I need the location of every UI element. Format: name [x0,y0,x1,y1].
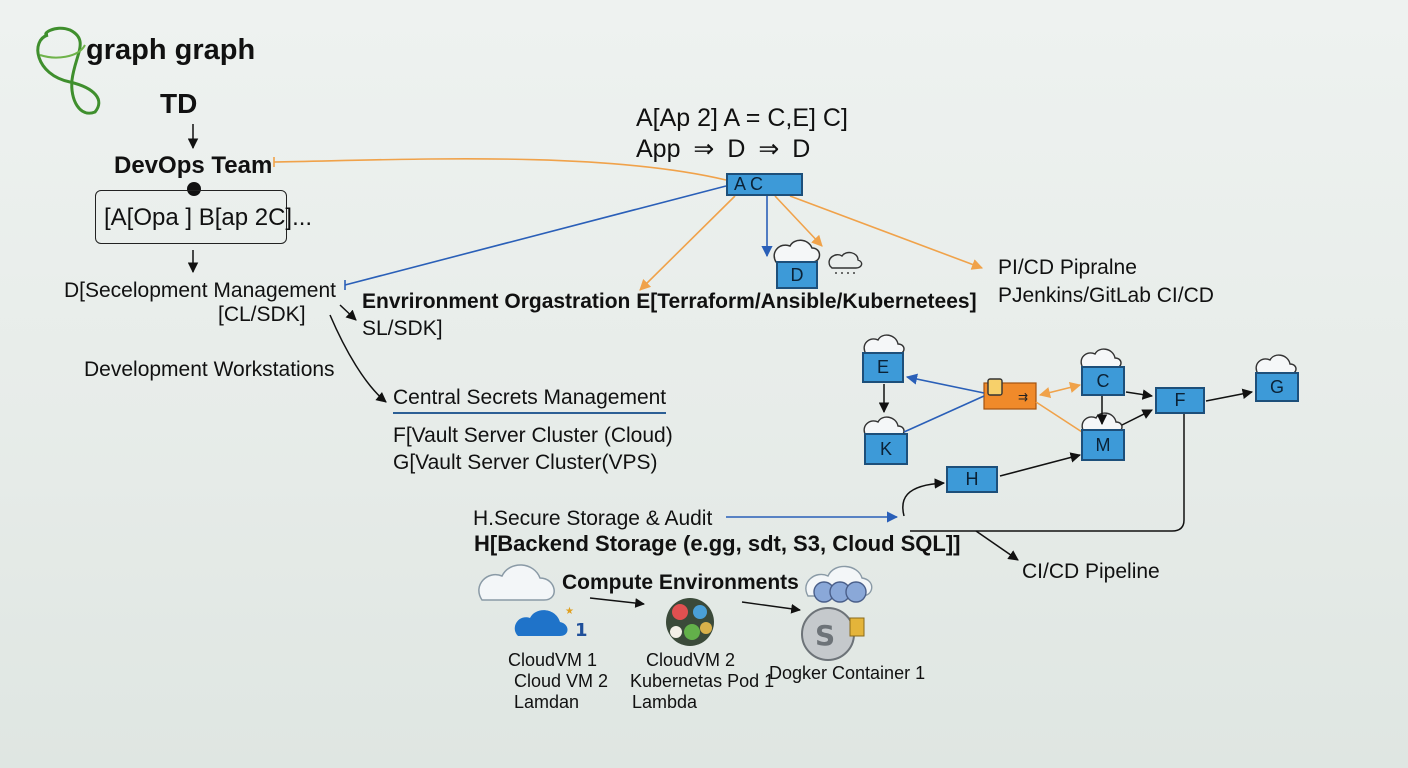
line-box-k [903,395,985,433]
formula-line-2: App ⇒ D ⇒ D [636,135,811,163]
node-h[interactable]: H [946,466,998,493]
dev-mgmt-line-2: [CL/SDK] [218,303,306,326]
pipeline-line-1: PI/CD Pipralne [998,256,1137,279]
arrow-storage-cicd [975,530,1019,561]
svg-text:★: ★ [565,606,574,617]
container-cloud-icon: S [801,565,873,661]
cloud-icon-e [863,334,905,355]
direction-label: TD [160,88,198,119]
compute-col-3: Dogker Container 1 [769,663,925,684]
line-ac-devops [273,158,727,181]
storage-line-1: H.Secure Storage & Audit [473,507,713,530]
node-m[interactable]: M [1081,429,1125,461]
compute-col-2: CloudVM 2 Kubernetas Pod 1 Lambda [630,650,774,713]
cloud-icon-c [1080,348,1122,369]
kubernetes-icon [666,598,714,646]
pipeline-line-2: PJenkins/GitLab CI/CD [998,284,1214,307]
vault-cloud-label: F[Vault Server Cluster (Cloud) [393,424,673,447]
line-ac-devmgmt [344,185,727,286]
cloud-icon-k [863,416,905,437]
compute-item: Lamdan [514,692,580,712]
cloud-icon [773,239,821,263]
compute-item: Kubernetas Pod 1 [630,671,775,691]
formula-line-1: A[Ap 2] A = C,E] C] [636,104,848,132]
node-g[interactable]: G [1255,372,1299,402]
double-arrow-glyph: ⇉ [1018,390,1028,404]
node-d[interactable]: D [776,261,818,289]
svg-text:1: 1 [575,620,588,641]
junction-dot [187,182,201,196]
cloud-icon-g [1255,354,1297,375]
arrow-storage-h [902,478,946,517]
actors-box-text: [A[Opa ] B[ap 2C]... [104,204,313,231]
line-box-m [1035,401,1083,433]
compute-item: CloudVM 2 [646,650,736,670]
azure-cloud-icon: 1 ★ [514,606,588,641]
rain-cloud-icon [828,251,863,274]
svg-text:S: S [815,619,835,652]
arrow-devmgmt-secrets [329,314,387,403]
compute-title: Compute Environments [562,571,799,594]
dev-mgmt-line-1: D[Secelopment Management [64,279,336,302]
arrow-cloud-kube [589,597,645,608]
env-orchestration-line-2: SL/SDK] [362,317,443,340]
compute-col-1: CloudVM 1 Cloud VM 2 Lamdan [508,650,608,713]
env-orchestration-line-1: Envrironment Orgastration E[Terraform/An… [362,290,977,313]
actors-box [95,190,287,244]
storage-line-2: H[Backend Storage (e.gg, sdt, S3, Cloud … [474,531,961,556]
cloud-icon-compute [478,564,555,601]
node-c[interactable]: C [1081,366,1125,396]
dev-workstations-label: Development Workstations [84,358,335,381]
compute-item: Cloud VM 2 [514,671,609,691]
devops-team-label: DevOps Team [114,152,273,179]
arrow-box-e [905,373,985,394]
node-f[interactable]: F [1155,387,1205,414]
arrow-ac-env [639,195,736,291]
node-e[interactable]: E [862,352,904,383]
compute-item: CloudVM 1 [508,650,598,670]
arrow-box-c [1038,382,1082,398]
compute-item: Lambda [632,692,698,712]
arrow-ac-pipeline [789,195,984,270]
secrets-title: Central Secrets Management [393,386,667,414]
lock-icon [987,378,1003,396]
arrow-f-g [1205,388,1254,402]
arrow-devmgmt-env [339,304,357,321]
arrow-m-f [1121,409,1153,426]
compute-item: Dogker Container 1 [769,663,926,683]
page-title: graph graph [86,34,256,66]
vault-vps-label: G[Vault Server Cluster(VPS) [393,451,658,474]
line-f-down [910,414,1185,532]
arrow-h-m [999,452,1082,477]
cicd-pipeline-label: CI/CD Pipeline [1022,560,1160,583]
arrow-c-f [1125,389,1154,400]
arrow-ac-cloud [774,195,823,247]
node-k[interactable]: K [864,433,908,465]
arrow-kube-docker [741,601,801,614]
node-ac[interactable]: A C [726,173,803,196]
ribbon-logo [36,26,101,115]
